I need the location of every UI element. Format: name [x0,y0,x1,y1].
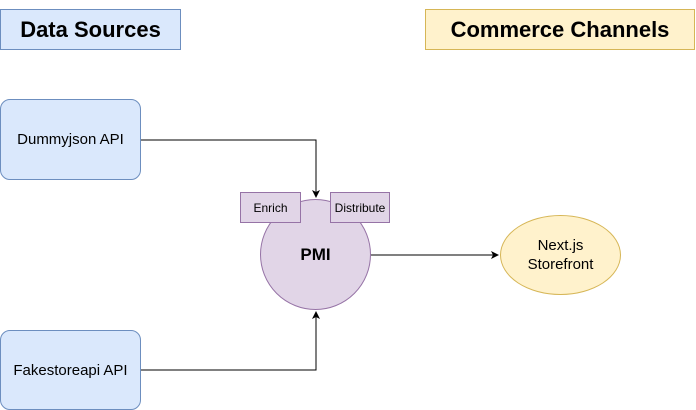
commerce-channels-header: Commerce Channels [425,9,695,50]
enrich-tag: Enrich [240,192,301,223]
fakestoreapi-api-node: Fakestoreapi API [0,330,141,410]
connector-dummyjson-to-pmi [141,139,320,198]
connector-fakestore-to-pmi [141,311,320,371]
fakestoreapi-api-label: Fakestoreapi API [13,361,128,379]
data-sources-header: Data Sources [0,9,181,50]
dummyjson-api-node: Dummyjson API [0,99,141,180]
distribute-tag: Distribute [330,192,390,223]
nextjs-storefront-node: Next.js Storefront [500,215,621,295]
dummyjson-api-label: Dummyjson API [17,131,124,148]
storefront-label-line1: Next.js [537,237,584,254]
pmi-label: PMI [300,244,331,264]
storefront-label-line2: Storefront [527,256,594,273]
